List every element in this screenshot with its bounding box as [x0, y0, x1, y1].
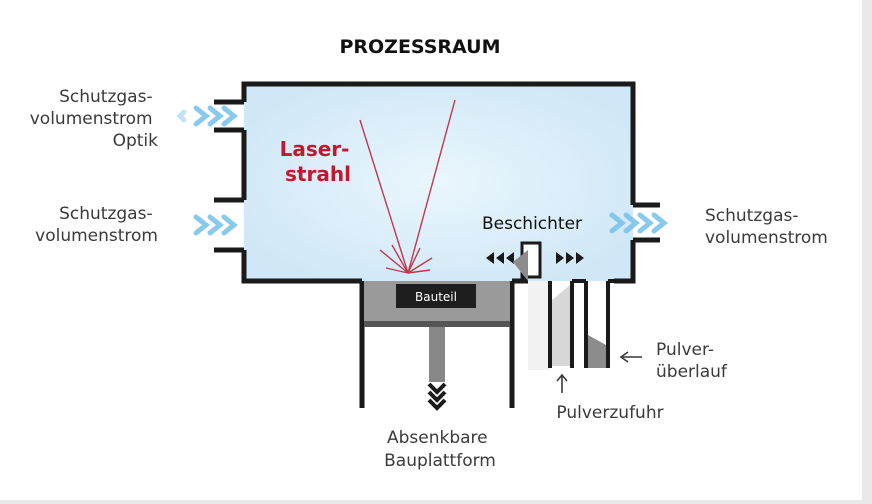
diagram-title: PROZESSRAUM: [339, 36, 500, 58]
gas-left-label: Schutzgas- volumenstrom: [35, 204, 158, 246]
laser-beams: [359, 99, 456, 274]
part: [396, 284, 476, 308]
recoater-right-arrows-icon: [556, 252, 584, 264]
gas-flow-arrows-optics: [176, 105, 239, 127]
powder-wedge: [513, 250, 528, 281]
piston-rod: [429, 327, 445, 382]
build-platform: [364, 321, 510, 327]
overflow-label: Pulver- überlauf: [656, 340, 728, 382]
part-label: Bauteil: [415, 290, 457, 304]
powder-channels: [548, 279, 614, 368]
gas-right-label: Schutzgas- volumenstrom: [705, 206, 828, 248]
platform-label: Absenkbare Bauplattform: [384, 428, 496, 471]
feed-pointer-icon: [556, 373, 568, 393]
feed-label: Pulverzufuhr: [556, 403, 663, 423]
gas-flow-arrows-right: [609, 212, 669, 234]
recoater-label: Beschichter: [482, 214, 582, 234]
lowering-arrow-icon: [427, 382, 447, 411]
chamber-interior: [244, 84, 633, 281]
laser-label: Laser- strahl: [280, 137, 357, 186]
overflow-pointer-icon: [619, 351, 642, 363]
feed-powder: [552, 285, 570, 366]
overflow-powder: [588, 335, 606, 368]
gas-flow-arrows-left: [193, 214, 239, 236]
chamber-walls: [214, 81, 660, 408]
gas-optics-label: Schutzgas- volumenstrom Optik: [30, 87, 158, 151]
recoater-left-arrows-icon: [486, 252, 514, 264]
powder-feed-fill: [528, 281, 550, 370]
